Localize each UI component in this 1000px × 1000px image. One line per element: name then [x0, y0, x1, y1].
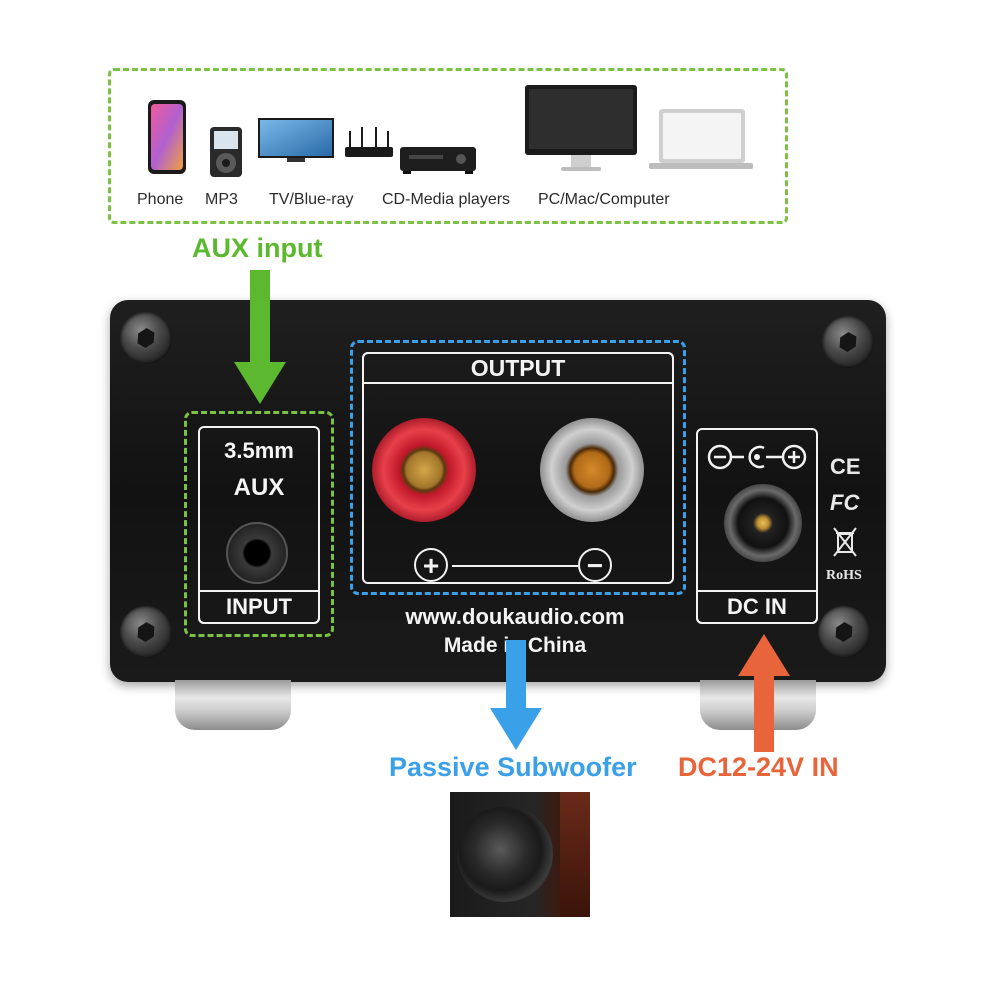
rohs-mark: RoHS [826, 568, 862, 583]
phone-icon [147, 99, 187, 180]
screw-bottom-left [120, 606, 172, 658]
device-label-mp3: MP3 [205, 191, 238, 208]
screw-bottom-right [818, 606, 870, 658]
computer-icon [523, 83, 753, 182]
aux-input-jack[interactable] [226, 522, 288, 584]
passive-subwoofer-callout: Passive Subwoofer [389, 752, 637, 782]
device-label-cd: CD-Media players [382, 191, 511, 208]
output-label-frame [362, 352, 674, 384]
dc-power-jack[interactable] [724, 484, 802, 562]
website-text: www.doukaudio.com [405, 604, 625, 629]
output-label: OUTPUT [470, 355, 566, 381]
fc-mark: FC [830, 490, 860, 515]
cd-player-icon [399, 145, 477, 180]
device-label-tv: TV/Blue-ray [269, 191, 354, 208]
device-label-computer: PC/Mac/Computer [538, 191, 670, 208]
screw-top-right [822, 316, 874, 368]
left-foot [175, 680, 291, 730]
subwoofer-arrow [490, 640, 542, 757]
weee-bin-icon [832, 526, 858, 563]
plus-symbol: + [414, 548, 448, 582]
tv-icon [257, 117, 397, 172]
output-highlight [350, 340, 686, 595]
positive-binding-post[interactable] [372, 418, 476, 522]
dc-input-callout: DC12-24V IN [678, 752, 839, 782]
subwoofer-side-panel [560, 792, 590, 917]
screw-top-left [120, 312, 172, 364]
aux-input-arrow [234, 270, 286, 411]
device-label-phone: Phone [137, 191, 184, 208]
aux-input-callout: AUX input [192, 233, 323, 263]
mp3-player-icon [209, 126, 243, 183]
aux-label: AUX [233, 474, 285, 501]
minus-symbol: − [578, 548, 612, 582]
aux-input-highlight [184, 411, 334, 637]
dc-in-label-frame [696, 590, 818, 624]
dc-polarity-icon [706, 442, 808, 477]
ce-mark: CE [830, 454, 861, 479]
input-label: INPUT [226, 594, 292, 619]
subwoofer-speaker-cone [457, 806, 553, 902]
dc-in-label: DC IN [727, 594, 787, 619]
dc-input-arrow [738, 634, 790, 757]
polarity-divider [452, 565, 578, 567]
sources-box: Phone MP3 TV/Blue-ray [108, 68, 788, 224]
negative-binding-post[interactable] [540, 418, 644, 522]
aux-size-label: 3.5mm [224, 438, 294, 463]
aux-input-label-frame [198, 590, 320, 624]
